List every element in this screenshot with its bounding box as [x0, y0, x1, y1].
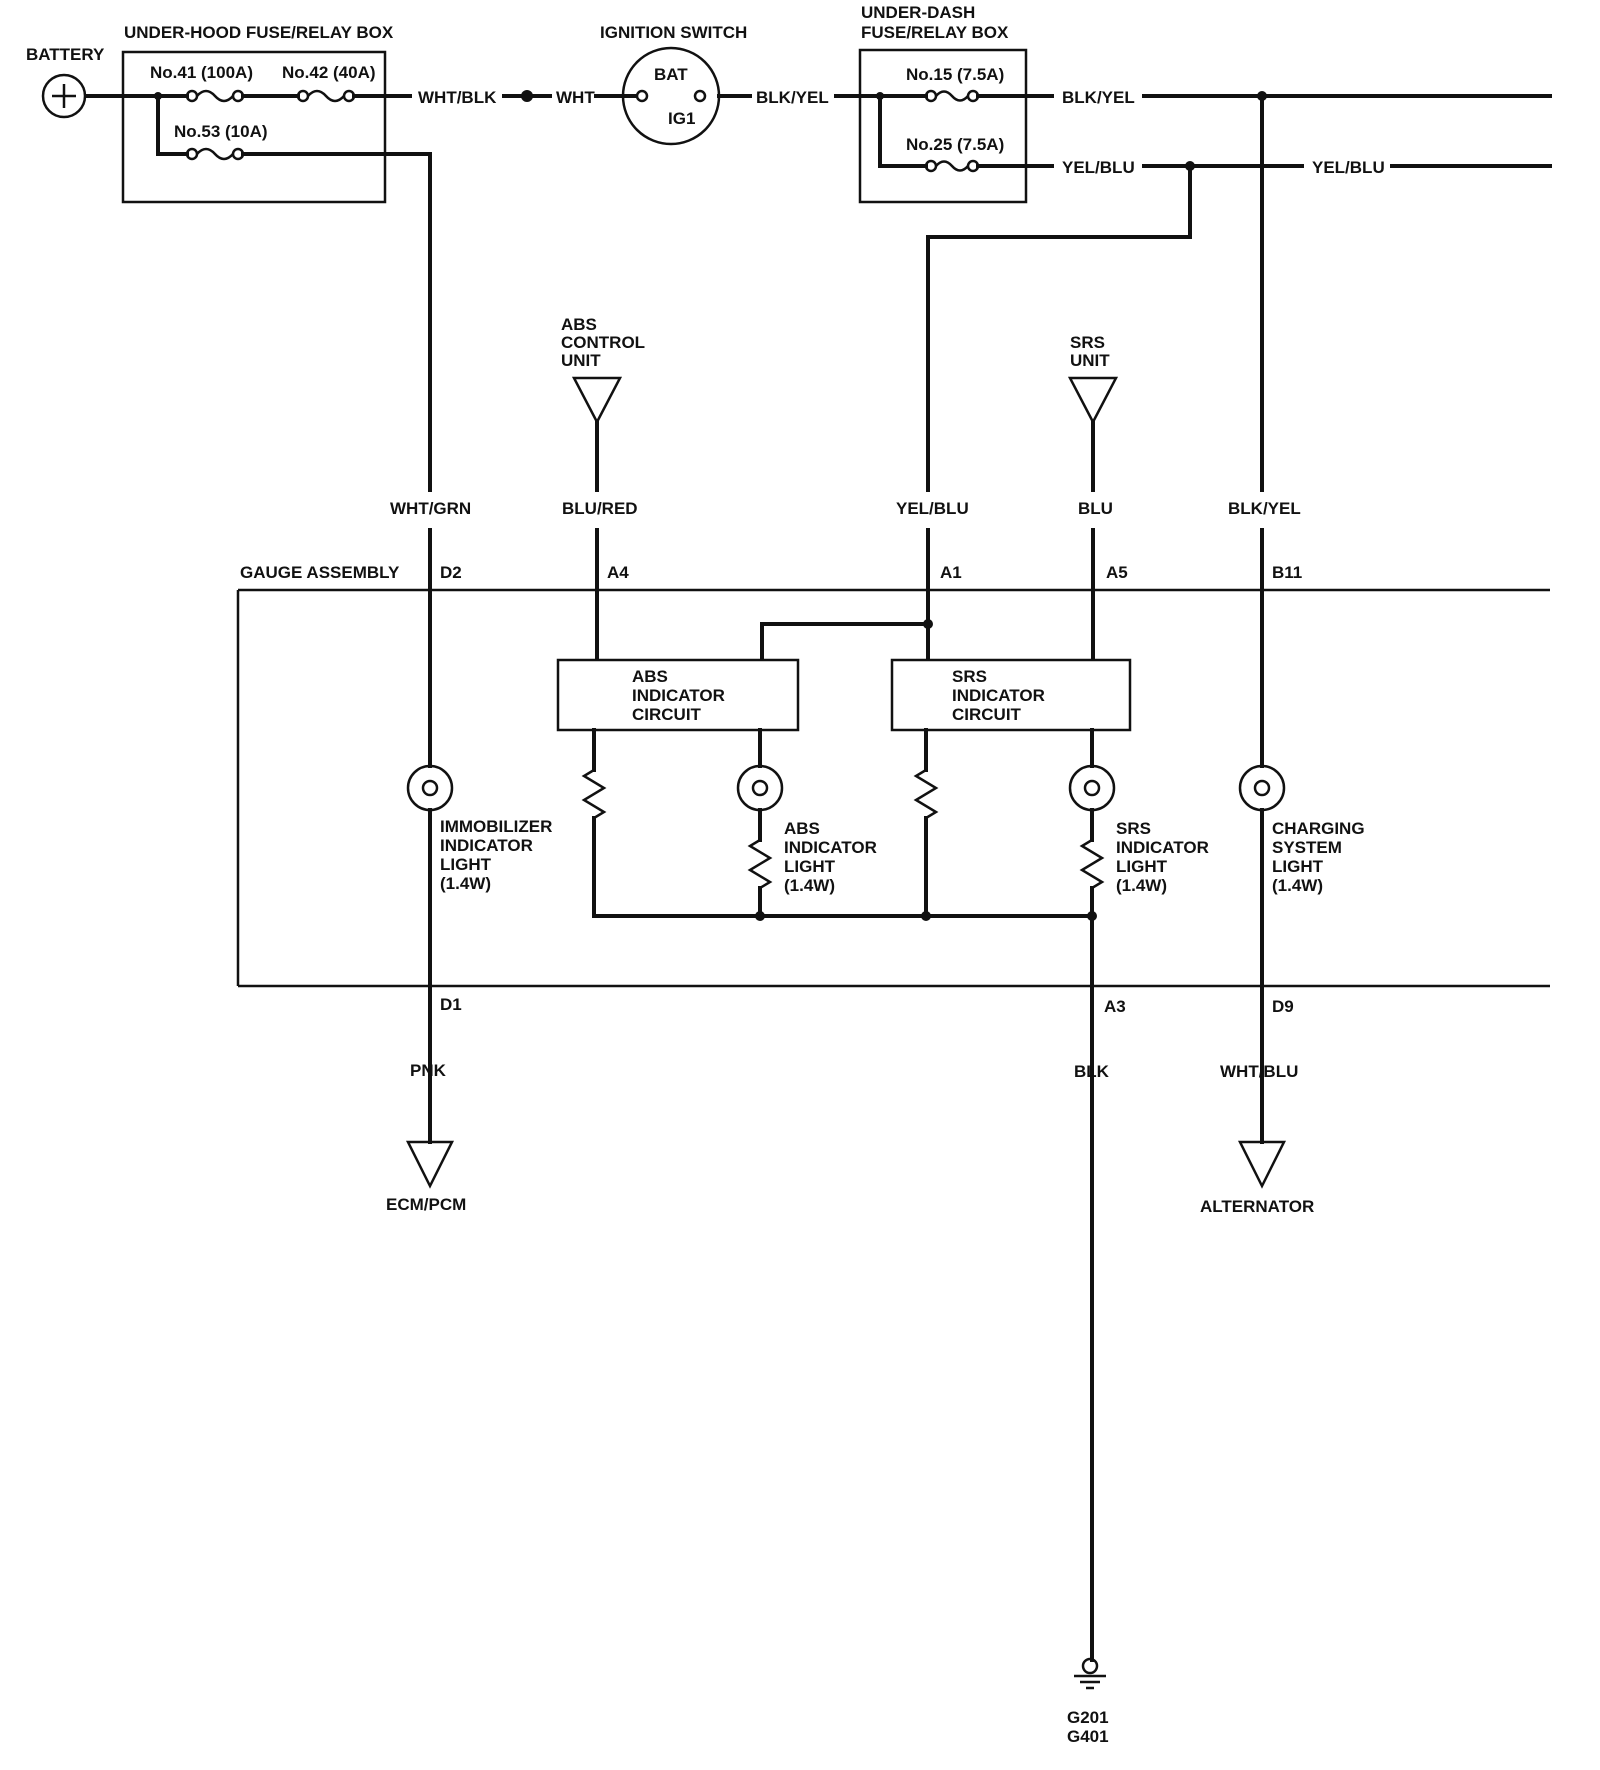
gauge-assembly-border	[236, 588, 1550, 988]
fuse-no41	[185, 89, 245, 103]
abs-light-label-1: ABS	[784, 819, 820, 838]
connector-dot	[521, 90, 533, 102]
srs-indicator-circuit	[890, 658, 1132, 732]
srs-light-resistor	[1079, 838, 1105, 890]
abs-light-label-3: LIGHT	[784, 857, 836, 876]
charging-light-label-2: SYSTEM	[1272, 838, 1342, 857]
ground-g201-label: G201	[1067, 1708, 1109, 1727]
wire-blu-label: BLU	[1078, 499, 1113, 518]
ground-symbol	[1074, 1657, 1106, 1690]
battery-symbol	[41, 73, 87, 119]
abs-indicator-bulb	[736, 764, 784, 812]
srs-circuit-label-3: CIRCUIT	[952, 705, 1022, 724]
fuse-no53-label: No.53 (10A)	[174, 122, 268, 141]
wire-wht-blk-label: WHT/BLK	[418, 88, 497, 107]
wire-yel-blu-label-3: YEL/BLU	[896, 499, 969, 518]
pin-a1-label: A1	[940, 563, 962, 582]
fuse-no15	[924, 89, 980, 103]
underdash-fuse-box-title-1: UNDER-DASH	[861, 3, 975, 22]
abs-light-label-2: INDICATOR	[784, 838, 877, 857]
pin-b11-label: B11	[1272, 563, 1302, 582]
fuse-no53	[185, 147, 245, 161]
underdash-fuse-box	[858, 48, 1028, 204]
wire-blu-red-label: BLU/RED	[562, 499, 638, 518]
abs-circuit-label-2: INDICATOR	[632, 686, 725, 705]
abs-control-unit-label-1: ABS	[561, 315, 597, 334]
immobilizer-light-label-4: (1.4W)	[440, 874, 491, 893]
abs-light-resistor	[747, 838, 773, 890]
charging-light-label-3: LIGHT	[1272, 857, 1324, 876]
immobilizer-light-label-1: IMMOBILIZER	[440, 817, 552, 836]
pin-d1-label: D1	[440, 995, 462, 1014]
abs-indicator-circuit	[556, 658, 800, 732]
wire-wht-blu-label: WHT/BLU	[1220, 1062, 1298, 1081]
fuse-no41-label: No.41 (100A)	[150, 63, 253, 82]
underdash-fuse-box-title-2: FUSE/RELAY BOX	[861, 23, 1009, 42]
wire-wht-label: WHT	[556, 88, 595, 107]
immobilizer-light-label-2: INDICATOR	[440, 836, 533, 855]
wire-pnk-label: PNK	[410, 1061, 447, 1080]
junction-dot	[755, 911, 765, 921]
srs-light-label-1: SRS	[1116, 819, 1151, 838]
wire-blk-yel-label-1: BLK/YEL	[756, 88, 829, 107]
ignition-bat-label: BAT	[654, 65, 688, 84]
wire-wht-grn-label: WHT/GRN	[390, 499, 471, 518]
abs-resistor	[581, 768, 607, 820]
immobilizer-indicator-bulb	[406, 764, 454, 812]
underhood-fuse-box	[121, 50, 387, 204]
srs-circuit-label-1: SRS	[952, 667, 987, 686]
pin-d9-label: D9	[1272, 997, 1294, 1016]
charging-system-bulb	[1238, 764, 1286, 812]
srs-unit-label-2: UNIT	[1070, 351, 1110, 370]
pin-a3-label: A3	[1104, 997, 1126, 1016]
srs-circuit-label-2: INDICATOR	[952, 686, 1045, 705]
battery-label: BATTERY	[26, 45, 105, 64]
fuse-no42	[296, 89, 356, 103]
abs-control-unit-symbol	[571, 376, 623, 425]
abs-light-label-4: (1.4W)	[784, 876, 835, 895]
abs-circuit-label-3: CIRCUIT	[632, 705, 702, 724]
abs-control-unit-label-2: CONTROL	[561, 333, 645, 352]
alternator-symbol	[1237, 1140, 1287, 1189]
wire-blk-label: BLK	[1074, 1062, 1110, 1081]
srs-unit-label-1: SRS	[1070, 333, 1105, 352]
fuse-no15-label: No.15 (7.5A)	[906, 65, 1004, 84]
pin-a4-label: A4	[607, 563, 629, 582]
srs-light-label-3: LIGHT	[1116, 857, 1168, 876]
ecm-pcm-label: ECM/PCM	[386, 1195, 466, 1214]
charging-light-label-4: (1.4W)	[1272, 876, 1323, 895]
pin-a5-label: A5	[1106, 563, 1128, 582]
gauge-assembly-label: GAUGE ASSEMBLY	[240, 563, 400, 582]
ecm-pcm-symbol	[405, 1140, 455, 1189]
junction-dot	[921, 911, 931, 921]
srs-indicator-bulb	[1068, 764, 1116, 812]
fuse-no25-label: No.25 (7.5A)	[906, 135, 1004, 154]
ignition-ig1-label: IG1	[668, 109, 695, 128]
fuse-no42-label: No.42 (40A)	[282, 63, 376, 82]
ground-g401-label: G401	[1067, 1727, 1109, 1746]
srs-unit-symbol	[1067, 376, 1119, 425]
srs-resistor	[913, 768, 939, 820]
ignition-switch-title: IGNITION SWITCH	[600, 23, 747, 42]
charging-light-label-1: CHARGING	[1272, 819, 1365, 838]
fuse-no25	[924, 159, 980, 173]
wire-blk-yel-label-3: BLK/YEL	[1228, 499, 1301, 518]
srs-light-label-4: (1.4W)	[1116, 876, 1167, 895]
abs-circuit-label-1: ABS	[632, 667, 668, 686]
wire-yel-blu-label-1: YEL/BLU	[1062, 158, 1135, 177]
immobilizer-light-label-3: LIGHT	[440, 855, 492, 874]
srs-light-label-2: INDICATOR	[1116, 838, 1209, 857]
wire-yel-blu-label-2: YEL/BLU	[1312, 158, 1385, 177]
pin-d2-label: D2	[440, 563, 462, 582]
abs-control-unit-label-3: UNIT	[561, 351, 601, 370]
wire-blk-yel-label-2: BLK/YEL	[1062, 88, 1135, 107]
underhood-fuse-box-title: UNDER-HOOD FUSE/RELAY BOX	[124, 23, 394, 42]
alternator-label: ALTERNATOR	[1200, 1197, 1314, 1216]
